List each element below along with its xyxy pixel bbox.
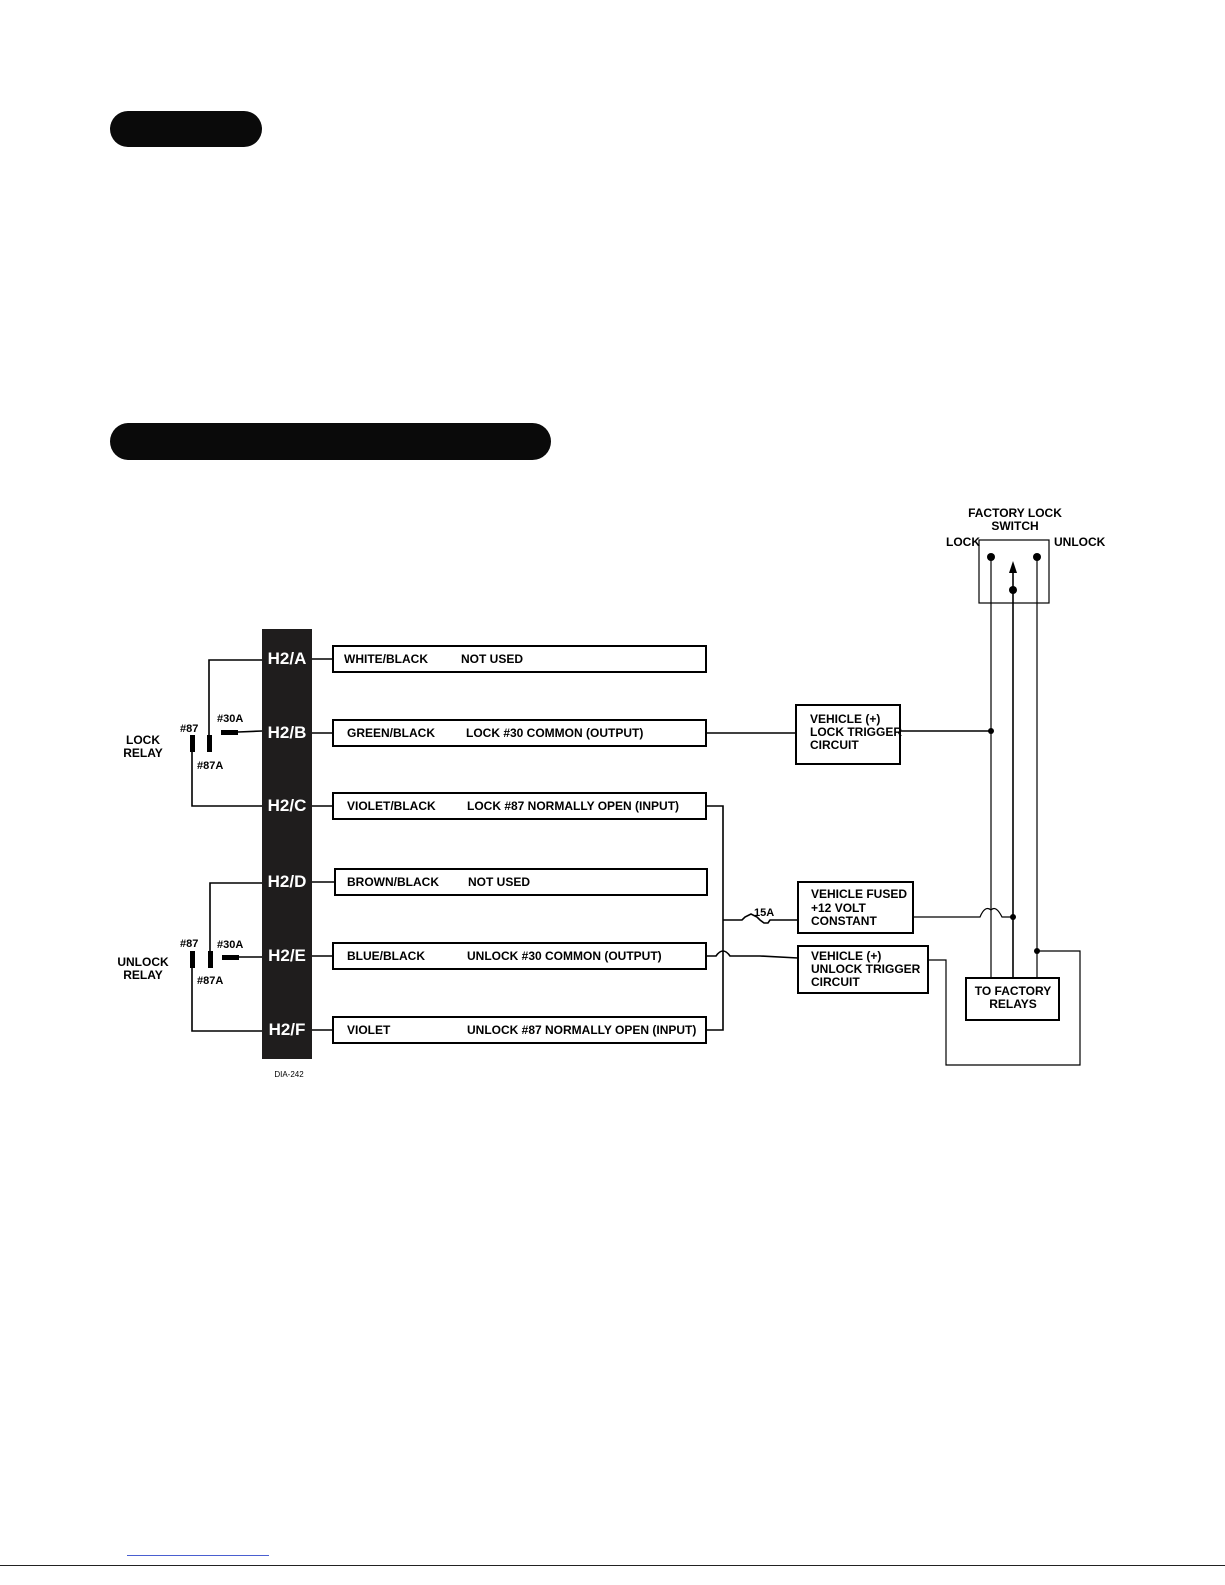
factory-relays-line1: TO FACTORY [975, 984, 1051, 998]
pin-label-h2f: H2/F [269, 1020, 306, 1039]
lock-relay: LOCK RELAY #87 #30A #87A [123, 659, 263, 807]
unlock-relay: UNLOCK RELAY #87 #30A #87A [117, 882, 262, 1032]
unlock-relay-87: #87 [180, 938, 198, 950]
wire-function-h2e: UNLOCK #30 COMMON (OUTPUT) [467, 949, 662, 963]
fuse-rating: 15A [754, 907, 774, 919]
wire-color-h2d: BROWN/BLACK [347, 875, 439, 889]
pin-label-h2c: H2/C [268, 796, 307, 815]
factory-lock-switch: FACTORY LOCK SWITCH LOCK UNLOCK [946, 506, 1106, 604]
wire-row-h2a: WHITE/BLACK NOT USED [312, 645, 707, 673]
pin-label-h2e: H2/E [268, 946, 306, 965]
fused-constant-line1: VEHICLE FUSED [811, 887, 907, 901]
pin-label-h2d: H2/D [268, 872, 307, 891]
wire-row-h2e: BLUE/BLACK UNLOCK #30 COMMON (OUTPUT) [312, 942, 707, 970]
wire-color-h2e: BLUE/BLACK [347, 949, 425, 963]
wire-row-h2d: BROWN/BLACK NOT USED [312, 868, 708, 896]
wire-function-h2c: LOCK #87 NORMALLY OPEN (INPUT) [467, 799, 679, 813]
fused-constant-line3: CONSTANT [811, 914, 877, 928]
pin-label-h2a: H2/A [268, 649, 307, 668]
lock-relay-87a: #87A [197, 760, 223, 772]
footer-rule [0, 1565, 1225, 1566]
unlock-relay-label-line2: RELAY [123, 968, 163, 982]
unlock-trigger-line2: UNLOCK TRIGGER [811, 962, 921, 976]
fuse-symbol [723, 913, 797, 924]
pin-label-h2b: H2/B [268, 723, 307, 742]
footer-link-underline [127, 1555, 269, 1556]
lock-relay-contact-87 [190, 735, 195, 752]
unlock-relay-contact-87a [208, 951, 213, 968]
box-unlock-trigger: VEHICLE (+) UNLOCK TRIGGER CIRCUIT [797, 945, 929, 994]
switch-arrow [1009, 561, 1017, 573]
unlock-trigger-line1: VEHICLE (+) [811, 949, 881, 963]
lock-trigger-line2: LOCK TRIGGER [810, 725, 902, 739]
wire-color-h2a: WHITE/BLACK [344, 652, 428, 666]
wire-function-h2f: UNLOCK #87 NORMALLY OPEN (INPUT) [467, 1023, 696, 1037]
lock-relay-contact-87a [207, 735, 212, 752]
unlock-relay-contact-87 [190, 951, 195, 968]
diagram-code: DIA-242 [274, 1070, 304, 1079]
fused-constant-line2: +12 VOLT [811, 901, 866, 915]
wire-function-h2b: LOCK #30 COMMON (OUTPUT) [466, 726, 643, 740]
connector-h2 [262, 629, 312, 1059]
lock-relay-label-line1: LOCK [126, 733, 160, 747]
section-header-bar-2 [110, 423, 551, 460]
unlock-relay-label-line1: UNLOCK [117, 955, 169, 969]
lock-relay-87: #87 [180, 723, 198, 735]
wire-function-h2a: NOT USED [461, 652, 523, 666]
wire-row-h2c: VIOLET/BLACK LOCK #87 NORMALLY OPEN (INP… [312, 792, 707, 820]
factory-switch-title-line1: FACTORY LOCK [968, 506, 1062, 520]
unlock-trigger-line3: CIRCUIT [811, 975, 860, 989]
wire-color-h2b: GREEN/BLACK [347, 726, 435, 740]
lock-relay-label-line2: RELAY [123, 746, 163, 760]
lock-trigger-line1: VEHICLE (+) [810, 712, 880, 726]
wire-row-h2b: GREEN/BLACK LOCK #30 COMMON (OUTPUT) [312, 719, 707, 747]
box-fused-constant: VEHICLE FUSED +12 VOLT CONSTANT [797, 881, 914, 934]
lock-trigger-line3: CIRCUIT [810, 738, 859, 752]
wire-color-h2c: VIOLET/BLACK [347, 799, 436, 813]
factory-relays-line2: RELAYS [989, 997, 1037, 1011]
lock-relay-contact-30a [221, 730, 238, 735]
wire-row-h2f: VIOLET UNLOCK #87 NORMALLY OPEN (INPUT) [312, 1016, 707, 1044]
section-header-bar-1 [110, 111, 262, 147]
unlock-relay-contact-30a [222, 955, 239, 960]
factory-switch-lock-label: LOCK [946, 535, 980, 549]
wire-color-h2f: VIOLET [347, 1023, 391, 1037]
lock-relay-30a: #30A [217, 713, 243, 725]
wire-function-h2d: NOT USED [468, 875, 530, 889]
box-lock-trigger: VEHICLE (+) LOCK TRIGGER CIRCUIT [795, 704, 902, 765]
factory-switch-title-line2: SWITCH [991, 519, 1038, 533]
box-factory-relays: TO FACTORY RELAYS [965, 977, 1060, 1021]
unlock-relay-30a: #30A [217, 939, 243, 951]
unlock-relay-87a: #87A [197, 975, 223, 987]
factory-switch-unlock-label: UNLOCK [1054, 535, 1106, 549]
